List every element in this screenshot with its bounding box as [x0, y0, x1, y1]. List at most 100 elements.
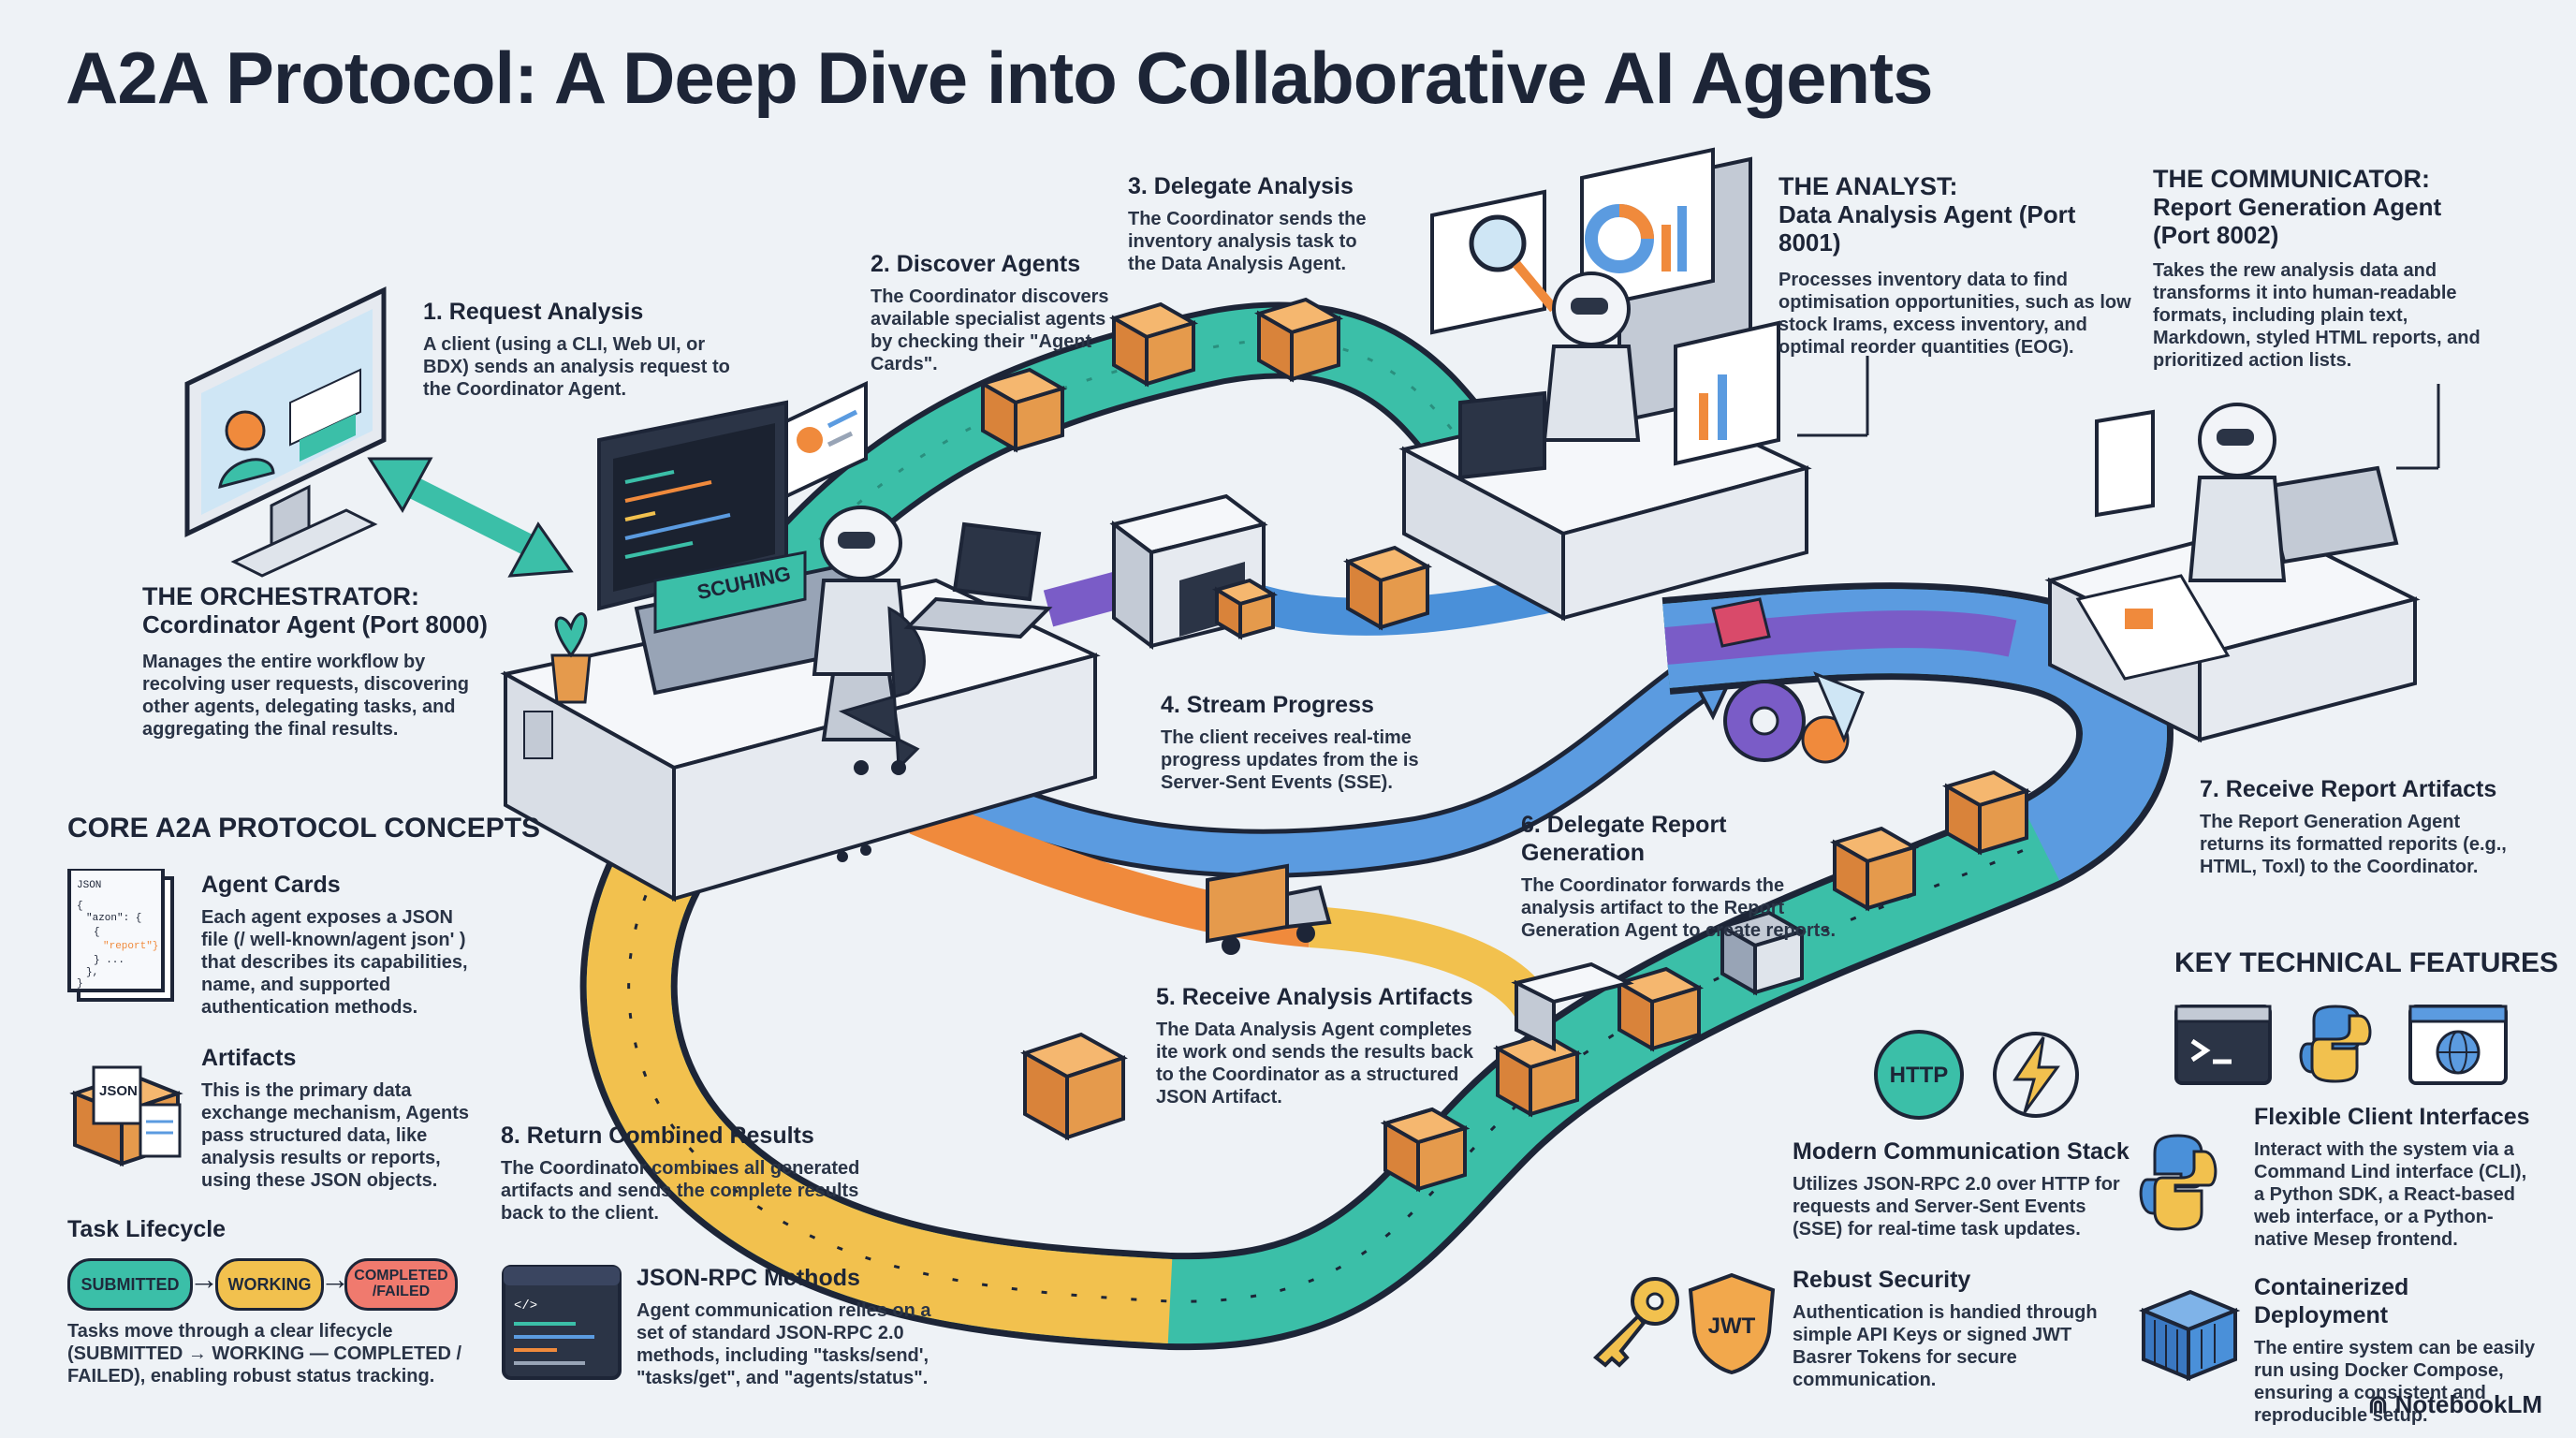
step-7: 7. Receive Report Artifacts The Report G… [2200, 775, 2518, 878]
containers-heading: Containerized Deployment [2254, 1274, 2409, 1328]
communicator-robot [2188, 403, 2287, 582]
delivery-truck [1206, 863, 1332, 955]
svg-text:{: { [77, 901, 83, 912]
agent-cards-heading: Agent Cards [201, 872, 341, 898]
analyst-robot [1458, 271, 1641, 480]
key-icon [1592, 1277, 1679, 1368]
security-text: Authentication is handied through simple… [1793, 1302, 2098, 1390]
terminal-icon [2174, 1005, 2272, 1085]
artifacts-heading: Artifacts [201, 1045, 297, 1071]
stack-text: Utilizes JSON-RPC 2.0 over HTTP for requ… [1793, 1174, 2120, 1240]
python-icon [2139, 1134, 2217, 1231]
features-title: KEY TECHNICAL FEATURES [2174, 947, 2559, 978]
lifecycle-text: Tasks move through a clear lifecycle (SU… [67, 1321, 462, 1387]
robust-security: Rebust Security Authentication is handie… [1793, 1266, 2111, 1391]
logo-text: NotebookLM [2394, 1390, 2542, 1418]
analyst-callout: THE ANALYST: Data Analysis Agent (Port 8… [1778, 172, 2144, 359]
communication-stack: Modern Communication Stack Utilizes JSON… [1793, 1137, 2139, 1240]
svg-text:"azon": {: "azon": { [86, 913, 141, 924]
svg-text:} ...: } ... [94, 955, 124, 966]
communicator-label: THE COMMUNICATOR: [2153, 165, 2430, 193]
step-6-text: The Coordinator forwards the analysis ar… [1521, 875, 1836, 941]
step-2: 2. Discover Agents The Coordinator disco… [871, 250, 1123, 375]
plant [550, 612, 592, 704]
python-icon [2299, 1005, 2372, 1083]
artifacts-box-icon: JSON [69, 1065, 183, 1167]
step-2-heading: 2. Discover Agents [871, 251, 1081, 277]
lightning-icon [1993, 1032, 2079, 1118]
core-concepts-title: CORE A2A PROTOCOL CONCEPTS [67, 813, 541, 844]
orchestrator-callout: THE ORCHESTRATOR: Ccordinator Agent (Por… [142, 582, 498, 741]
step-5-heading: 5. Receive Analysis Artifacts [1156, 984, 1473, 1010]
jwt-shield-icon: JWT [1688, 1272, 1776, 1375]
communicator-callout: THE COMMUNICATOR: Report Generation Agen… [2153, 165, 2499, 372]
security-heading: Rebust Security [1793, 1267, 1971, 1293]
step-5-text: The Data Analysis Agent completes ite wo… [1156, 1020, 1473, 1108]
json-document-icon: JSON { "azon": { { "report"} } ... }, } [67, 869, 174, 1002]
step-3-heading: 3. Delegate Analysis [1128, 173, 1354, 199]
containers-text: The entire system can be easily run usin… [2254, 1338, 2536, 1426]
page-title: A2A Protocol: A Deep Dive into Collabora… [66, 37, 1933, 119]
analyst-name: Data Analysis Agent (Port 8001) [1778, 200, 2076, 257]
clients-text: Interact with the system via a Command L… [2254, 1139, 2527, 1250]
step-7-heading: 7. Receive Report Artifacts [2200, 776, 2497, 802]
coordinator-laptop [903, 521, 1053, 639]
agent-cards-text: Each agent exposes a JSON file (/ well-k… [201, 907, 468, 1018]
step-1-text: A client (using a CLI, Web UI, or BDX) s… [423, 334, 730, 400]
gear-icon [1723, 671, 1865, 764]
jsonrpc-heading: JSON-RPC Methods [637, 1265, 860, 1291]
jsonrpc-methods: JSON-RPC Methods Agent communication rel… [637, 1264, 959, 1389]
step-1-heading: 1. Request Analysis [423, 299, 644, 325]
chat-bubble [784, 380, 868, 500]
artifacts-text: This is the primary data exchange mechan… [201, 1080, 470, 1191]
container-icon [2138, 1289, 2241, 1381]
step-2-text: The Coordinator discovers available spec… [871, 286, 1109, 374]
jsonrpc-text: Agent communication relles on a set of s… [637, 1300, 931, 1388]
coordinator-robot [812, 506, 926, 775]
step-8-text: The Coordinator combines all generated a… [501, 1158, 860, 1224]
packages [977, 297, 2032, 1193]
communicator-text: Takes the rew analysis data and transfor… [2153, 259, 2481, 371]
http-icon: HTTP [1874, 1030, 1964, 1120]
arrow-right-icon: → [189, 1262, 219, 1296]
json-icon-label: JSON [77, 880, 101, 891]
flexible-clients: Flexible Client Interfaces Interact with… [2254, 1103, 2535, 1251]
step-7-text: The Report Generation Agent returns its … [2200, 812, 2507, 877]
step-6: 6. Delegate Report Generation The Coordi… [1521, 811, 1849, 942]
step-8: 8. Return Combined Results The Coordinat… [501, 1122, 866, 1225]
svg-text:"report"}: "report"} [103, 941, 158, 952]
step-5: 5. Receive Analysis Artifacts The Data A… [1156, 983, 1479, 1108]
orchestrator-label: THE ORCHESTRATOR: [142, 582, 419, 610]
http-icon-label: HTTP [1890, 1063, 1949, 1088]
step-4-text: The client receives real-time progress u… [1161, 727, 1419, 793]
notebooklm-logo: ⋒ NotebookLM [2367, 1390, 2542, 1418]
step-4-heading: 4. Stream Progress [1161, 692, 1374, 718]
artifact-station [1511, 961, 1634, 1052]
communicator-name: Report Generation Agent (Port 8002) [2153, 193, 2442, 249]
status-submitted: SUBMITTED [67, 1258, 193, 1311]
orchestrator-text: Manages the entire workflow by recolving… [142, 651, 470, 740]
step-1: 1. Request Analysis A client (using a CL… [423, 298, 732, 401]
analyst-text: Processes inventory data to find optimis… [1778, 269, 2131, 358]
communicator-platform [2044, 409, 2421, 743]
svg-text:</>: </> [514, 1299, 537, 1313]
analyst-label: THE ANALYST: [1778, 172, 1958, 200]
artifacts-icon-label: JSON [99, 1083, 138, 1099]
lifecycle-heading: Task Lifecycle [67, 1216, 227, 1242]
orchestrator-name: Ccordinator Agent (Port 8000) [142, 610, 488, 639]
step-3-text: The Coordinator sends the inventory anal… [1128, 209, 1367, 274]
request-double-arrow [367, 457, 574, 578]
step-4: 4. Stream Progress The client receives r… [1161, 691, 1470, 794]
clients-heading: Flexible Client Interfaces [2254, 1104, 2530, 1130]
status-completed: COMPLETED /FAILED [344, 1258, 458, 1311]
terminal-code-icon: </> [502, 1265, 622, 1380]
package-red [1711, 597, 1771, 648]
client-monitor [184, 286, 387, 578]
artifacts: Artifacts This is the primary data excha… [201, 1044, 473, 1192]
svg-text:}: } [77, 978, 83, 990]
step-3: 3. Delegate Analysis The Coordinator sen… [1128, 172, 1381, 275]
svg-text:{: { [94, 927, 100, 938]
step-6-heading: 6. Delegate Report Generation [1521, 812, 1727, 866]
stack-heading: Modern Communication Stack [1793, 1138, 2130, 1165]
